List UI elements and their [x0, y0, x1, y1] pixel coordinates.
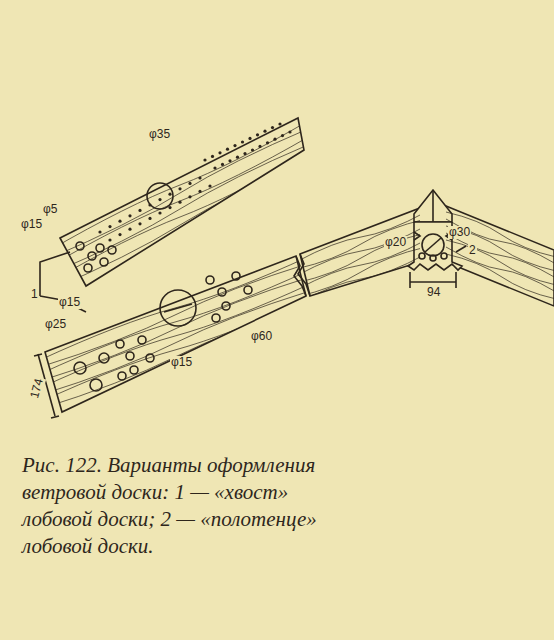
- small-hole: [271, 126, 274, 129]
- small-hole: [221, 163, 224, 166]
- small-hole: [198, 190, 201, 193]
- dimension-label: φ35: [148, 128, 171, 141]
- dimension-label: φ30: [448, 226, 471, 239]
- small-hole: [198, 176, 201, 179]
- dimension-label: φ5: [42, 203, 58, 216]
- dimension-label: 174: [28, 376, 46, 401]
- small-hole: [236, 156, 239, 159]
- small-hole: [211, 155, 214, 158]
- small-hole: [203, 158, 206, 161]
- small-hole: [208, 184, 211, 187]
- small-hole: [226, 148, 229, 151]
- dimension-label: φ25: [44, 318, 67, 331]
- small-hole: [218, 151, 221, 154]
- small-hole: [281, 134, 284, 137]
- dimension-label: φ20: [384, 236, 407, 249]
- callout-number: 2: [468, 244, 477, 257]
- wood-grain: [446, 212, 554, 299]
- small-hole: [188, 195, 191, 198]
- small-hole: [158, 198, 161, 201]
- small-hole: [138, 222, 141, 225]
- wood-grain: [50, 120, 310, 290]
- small-hole: [108, 225, 111, 228]
- dimension-label: φ60: [250, 330, 273, 343]
- small-hole: [118, 233, 121, 236]
- dimension-label: φ15: [20, 218, 43, 231]
- small-hole: [213, 166, 216, 169]
- small-hole: [148, 217, 151, 220]
- dimension-label: 94: [426, 286, 441, 299]
- wood-grain: [296, 212, 426, 304]
- small-hole: [233, 144, 236, 147]
- small-hole: [188, 182, 191, 185]
- small-hole: [148, 203, 151, 206]
- small-hole: [168, 206, 171, 209]
- small-hole: [256, 133, 259, 136]
- dimension-label: φ15: [58, 296, 81, 309]
- small-hole: [128, 228, 131, 231]
- small-hole: [266, 141, 269, 144]
- small-hole: [258, 145, 261, 148]
- dimension-label: φ15: [170, 356, 193, 369]
- small-hole: [251, 148, 254, 151]
- small-hole: [168, 193, 171, 196]
- small-hole: [108, 238, 111, 241]
- small-hole: [98, 230, 101, 233]
- small-hole: [228, 159, 231, 162]
- small-hole: [138, 209, 141, 212]
- small-hole: [263, 130, 266, 133]
- callout-number: 1: [30, 288, 39, 301]
- small-hole: [278, 122, 281, 125]
- figure-caption: Рис. 122. Варианты оформления ветровой д…: [22, 452, 342, 560]
- small-hole: [248, 137, 251, 140]
- small-hole: [118, 220, 121, 223]
- small-hole: [158, 211, 161, 214]
- small-hole: [241, 140, 244, 143]
- small-hole: [178, 201, 181, 204]
- small-hole: [288, 130, 291, 133]
- small-hole: [128, 214, 131, 217]
- wood-grain: [40, 256, 310, 409]
- small-hole: [178, 187, 181, 190]
- small-hole: [273, 138, 276, 141]
- small-hole: [243, 152, 246, 155]
